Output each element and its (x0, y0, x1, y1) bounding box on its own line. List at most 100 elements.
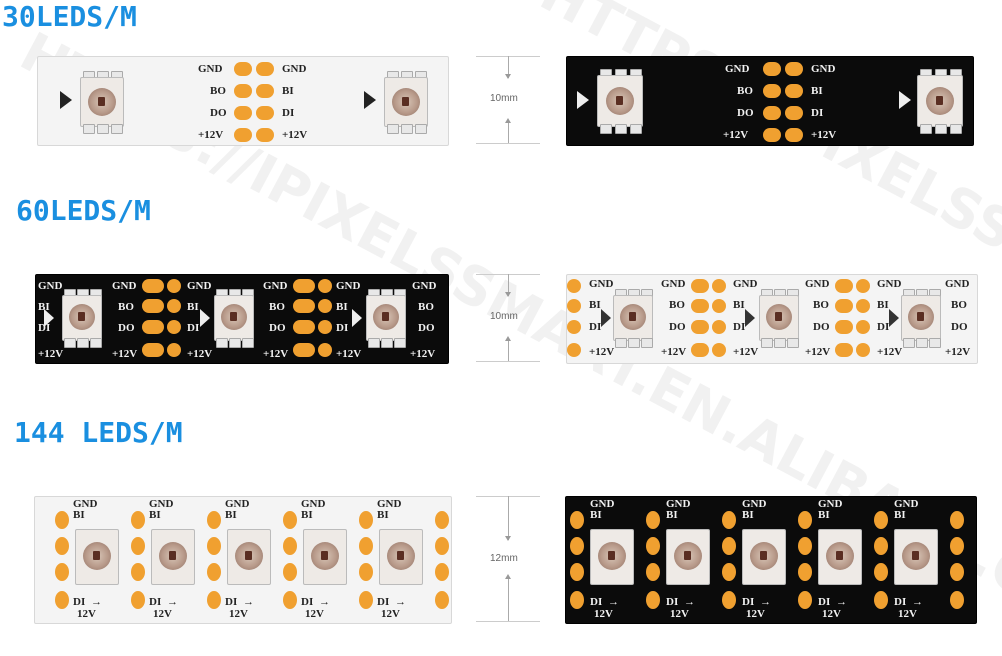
label-do: DO (737, 107, 754, 119)
label-gnd: GND (742, 498, 767, 510)
label-di: DI (225, 596, 238, 608)
solder-pad (359, 511, 373, 529)
solder-pad (567, 343, 581, 357)
led-chip (80, 71, 124, 134)
label-12v: 12V (381, 608, 400, 620)
led-strip-30-white: GND BO DO +12V GND BI DI +12V (37, 56, 449, 146)
label-do: DO (269, 322, 286, 334)
data-direction-arrow-icon (200, 309, 210, 327)
led-chip (818, 525, 862, 589)
label-12v: 12V (746, 608, 765, 620)
solder-pad (318, 299, 332, 313)
solder-pad (785, 84, 803, 98)
solder-pad (318, 279, 332, 293)
solder-pad (874, 563, 888, 581)
label-12v: 12V (898, 608, 917, 620)
label-12v: +12V (187, 348, 213, 360)
label-gnd: GND (149, 498, 174, 510)
label-bo: BO (269, 301, 285, 313)
dimension-label: 10mm (490, 93, 518, 104)
solder-pad (293, 320, 315, 334)
label-12v: 12V (594, 608, 613, 620)
label-12v: +12V (811, 129, 837, 141)
label-12v: +12V (877, 346, 903, 358)
label-di: DI (742, 596, 755, 608)
label-do: DO (951, 321, 968, 333)
label-bo: BO (951, 299, 967, 311)
arrow-right-icon: → (684, 596, 695, 608)
solder-pad (142, 299, 164, 313)
solder-pad (234, 106, 252, 120)
arrow-right-icon: → (395, 596, 406, 608)
solder-pad (234, 128, 252, 142)
label-gnd: GND (877, 278, 902, 290)
solder-pad (283, 591, 297, 609)
label-gnd: GND (187, 280, 212, 292)
label-gnd: GND (733, 278, 758, 290)
solder-pad (142, 320, 164, 334)
arrow-right-icon: → (319, 596, 330, 608)
label-bi: BI (38, 301, 50, 313)
solder-pad (207, 591, 221, 609)
solder-pad (856, 320, 870, 334)
led-chip (590, 525, 634, 589)
solder-pad (55, 537, 69, 555)
label-di: DI (589, 321, 602, 333)
data-direction-arrow-icon (352, 309, 362, 327)
solder-pad (142, 343, 164, 357)
label-12v: +12V (282, 129, 308, 141)
label-di: DI (877, 321, 890, 333)
solder-pad (435, 591, 449, 609)
solder-pad (234, 84, 252, 98)
label-bo: BO (418, 301, 434, 313)
led-chip (901, 289, 941, 348)
solder-pad (763, 106, 781, 120)
solder-pad (763, 84, 781, 98)
data-direction-arrow-icon (889, 309, 899, 327)
arrow-right-icon: → (243, 596, 254, 608)
solder-pad (763, 128, 781, 142)
solder-pad (798, 511, 812, 529)
label-gnd: GND (661, 278, 686, 290)
solder-pad (207, 537, 221, 555)
label-gnd: GND (301, 498, 326, 510)
solder-pad (722, 591, 736, 609)
arrow-right-icon: → (912, 596, 923, 608)
solder-pad (646, 537, 660, 555)
solder-pad (256, 106, 274, 120)
solder-pad (646, 563, 660, 581)
solder-pad (646, 591, 660, 609)
arrow-right-icon: → (91, 596, 102, 608)
label-12v: +12V (661, 346, 687, 358)
label-12v: +12V (733, 346, 759, 358)
led-chip (597, 69, 643, 134)
led-strip-30-black: GND BO DO +12V GND BI DI +12V (566, 56, 974, 146)
solder-pad (691, 343, 709, 357)
solder-pad (785, 128, 803, 142)
solder-pad (167, 343, 181, 357)
label-gnd: GND (589, 278, 614, 290)
label-gnd: GND (263, 280, 288, 292)
solder-pad (712, 299, 726, 313)
label-bi: BI (589, 299, 601, 311)
section-title-30leds: 30LEDS/M (2, 0, 137, 33)
label-12v: +12V (38, 348, 64, 360)
solder-pad (207, 511, 221, 529)
label-bo: BO (737, 85, 753, 97)
label-12v: 12V (822, 608, 841, 620)
label-12v: +12V (410, 348, 436, 360)
label-gnd: GND (805, 278, 830, 290)
label-bi: BI (742, 509, 754, 521)
data-direction-arrow-icon (601, 309, 611, 327)
label-di: DI (282, 107, 295, 119)
label-gnd: GND (282, 63, 307, 75)
label-gnd: GND (818, 498, 843, 510)
label-gnd: GND (377, 498, 402, 510)
label-do: DO (118, 322, 135, 334)
solder-pad (646, 511, 660, 529)
data-direction-arrow-icon (60, 91, 72, 109)
led-chip (384, 71, 428, 134)
label-bi: BI (666, 509, 678, 521)
led-chip (303, 525, 347, 589)
label-do: DO (669, 321, 686, 333)
